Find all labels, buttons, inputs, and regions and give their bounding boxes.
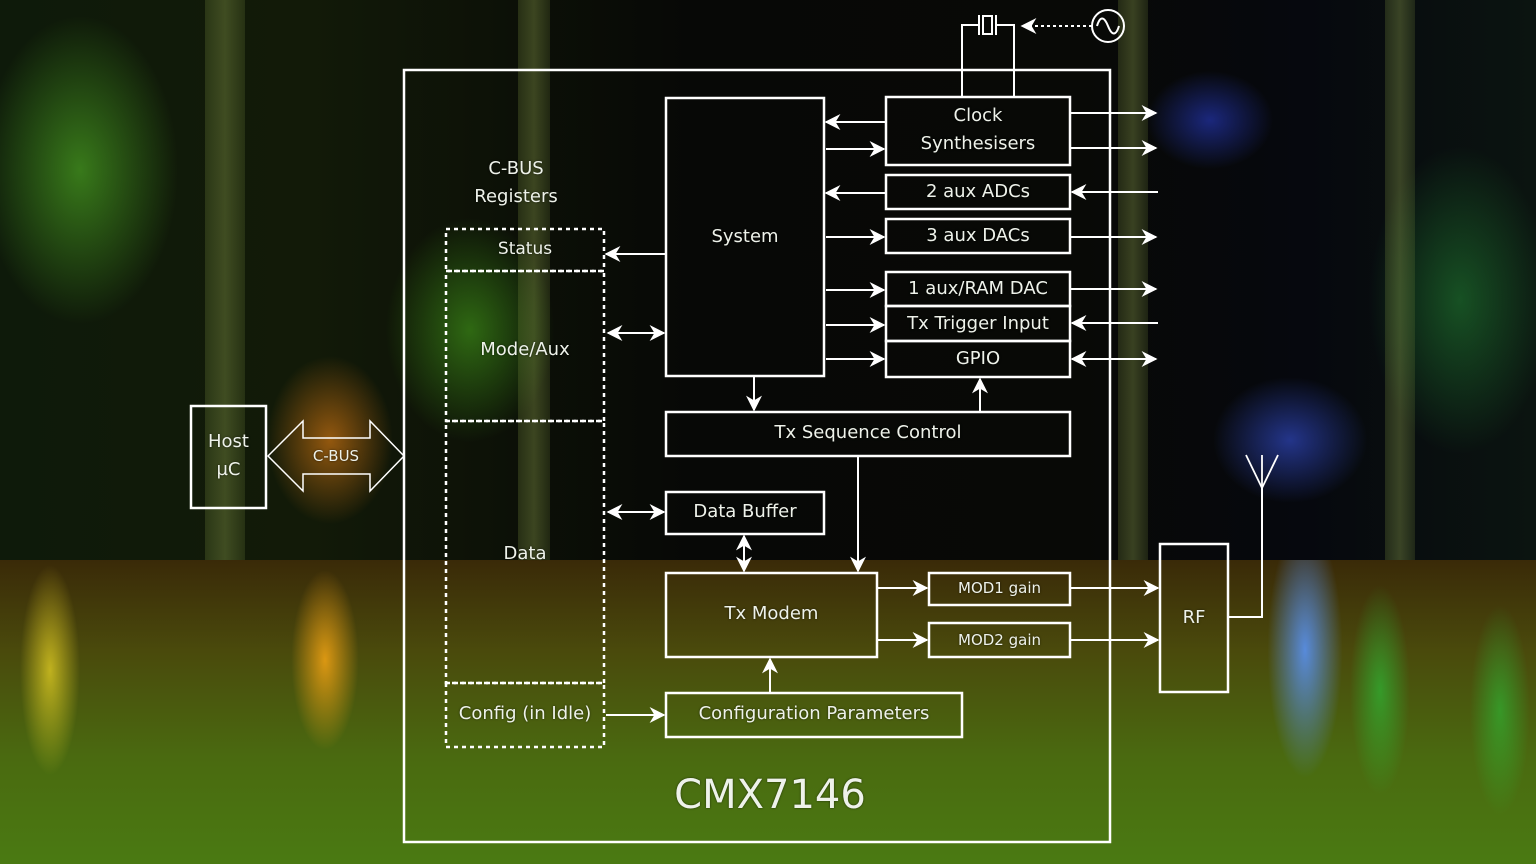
register-data: Data — [503, 543, 547, 564]
config-register-box — [444, 681, 606, 749]
status-register-box — [444, 227, 606, 273]
aux-adcs-label: 2 aux ADCs — [925, 181, 1031, 202]
crystal-lead-right — [997, 24, 1015, 97]
tx-sequence-box — [664, 410, 1072, 458]
data-register-box — [444, 419, 606, 685]
host-box — [189, 404, 268, 510]
rf-label: RF — [1182, 607, 1206, 628]
oscillator-sine-icon — [1091, 9, 1125, 43]
tx-modem-box — [664, 571, 879, 659]
clock-label-line1: Clock — [953, 105, 1003, 126]
background-pillar — [1118, 0, 1148, 560]
tx-trigger-label: Tx Trigger Input — [907, 313, 1049, 334]
data-buffer-label: Data Buffer — [693, 501, 797, 522]
gpio-label: GPIO — [955, 348, 1001, 369]
background-pillar — [518, 0, 550, 560]
config-params-box — [664, 691, 964, 739]
reflective-floor — [0, 560, 1536, 864]
clock-synth-box — [884, 95, 1072, 167]
register-config: Config (in Idle) — [458, 703, 592, 724]
registers-title-line2: Registers — [474, 186, 558, 207]
clock-label-line2: Synthesisers — [920, 133, 1036, 154]
register-mode-aux: Mode/Aux — [480, 339, 570, 360]
system-label: System — [711, 226, 779, 247]
antenna-icon — [1245, 454, 1279, 489]
register-status: Status — [497, 239, 553, 259]
cbus-arrow — [266, 419, 406, 493]
background-pillar — [1385, 0, 1415, 560]
crystal-icon — [978, 15, 997, 35]
tx-sequence-label: Tx Sequence Control — [774, 422, 962, 443]
aux-ram-dac-label: 1 aux/RAM DAC — [908, 278, 1048, 299]
host-label-line2: µC — [216, 459, 241, 480]
server-racks-backdrop — [0, 0, 1536, 560]
gpio-box — [884, 339, 1072, 379]
tx-modem-label: Tx Modem — [724, 603, 819, 624]
config-params-label: Configuration Parameters — [698, 703, 930, 724]
registers-title-line1: C-BUS — [488, 158, 544, 179]
crystal-lead-left — [961, 24, 978, 97]
mod1-gain-label: MOD1 gain — [958, 579, 1041, 597]
aux-dacs-label: 3 aux DACs — [926, 225, 1030, 246]
system-box — [664, 96, 826, 378]
cbus-label: C-BUS — [312, 447, 360, 465]
chip-name: CMX7146 — [674, 772, 866, 818]
rf-to-antenna-line — [1228, 488, 1263, 618]
data-buffer-box — [664, 490, 826, 536]
mod2-gain-label: MOD2 gain — [958, 631, 1041, 649]
mode-aux-register-box — [444, 269, 606, 423]
background-pillar — [205, 0, 245, 560]
host-label-line1: Host — [208, 431, 249, 452]
